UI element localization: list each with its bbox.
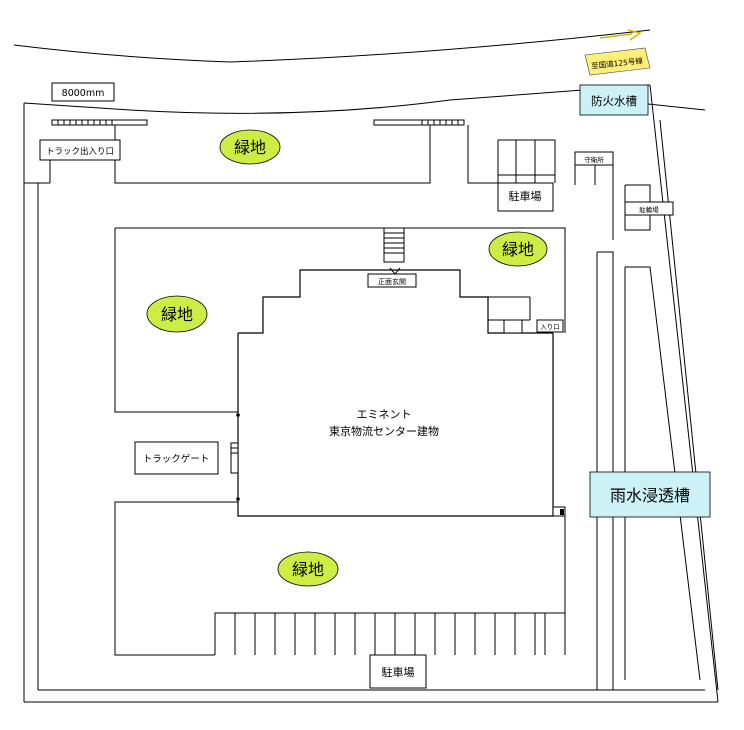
side-entrance: 入り口 bbox=[503, 319, 564, 334]
site-boundary bbox=[13, 29, 719, 703]
bicycle-parking-label: 駐輪場 bbox=[639, 205, 659, 214]
side-entrance-label: 入り口 bbox=[540, 323, 560, 331]
truck-entrance-label: トラック出入り口 bbox=[46, 146, 114, 157]
top-green-strip bbox=[51, 119, 465, 184]
road-sign: 至国道125号線 bbox=[584, 29, 651, 76]
green-area-top-label: 緑地 bbox=[234, 138, 266, 157]
green-area-left-label: 緑地 bbox=[161, 305, 193, 324]
green-area-mid-right-label: 緑地 bbox=[502, 240, 534, 259]
width-dimension-label: 8000mm bbox=[62, 88, 105, 99]
building: エミネント 東京物流センター建物 bbox=[230, 269, 566, 517]
parking-bottom: 駐車場 bbox=[369, 654, 427, 689]
bicycle-parking: 駐輪場 bbox=[624, 184, 674, 231]
middle-green-area bbox=[114, 227, 566, 413]
building-name-line1: エミネント bbox=[357, 408, 412, 421]
green-area-bottom-label: 緑地 bbox=[292, 560, 324, 579]
green-area-top: 緑地 bbox=[219, 129, 281, 165]
truck-gate-label: トラックゲート bbox=[143, 453, 210, 465]
width-dimension: 8000mm bbox=[51, 82, 115, 102]
green-area-left: 緑地 bbox=[146, 295, 208, 333]
bottom-green-area bbox=[114, 501, 566, 656]
green-area-mid-right: 緑地 bbox=[488, 231, 548, 267]
rain-infiltration-tank-label: 雨水浸透槽 bbox=[610, 486, 690, 505]
guard-room-label: 守衛所 bbox=[584, 155, 604, 164]
main-entrance: 正面玄関 bbox=[367, 267, 417, 288]
parking-top-area: 駐車場 bbox=[467, 125, 596, 212]
fire-water-tank-label: 防火水槽 bbox=[591, 94, 637, 108]
truck-gate: トラックゲート bbox=[134, 441, 219, 475]
right-strip bbox=[596, 251, 701, 690]
guard-room: 守衛所 bbox=[574, 151, 614, 240]
truck-entrance: トラック出入り口 bbox=[39, 139, 121, 161]
green-area-bottom: 緑地 bbox=[277, 551, 339, 587]
main-entrance-label: 正面玄関 bbox=[378, 277, 406, 286]
rain-infiltration-tank: 雨水浸透槽 bbox=[589, 471, 711, 518]
parking-bottom-label: 駐車場 bbox=[382, 665, 415, 679]
parking-top-label: 駐車場 bbox=[509, 189, 542, 203]
fire-water-tank: 防火水槽 bbox=[579, 84, 649, 116]
parking-bottom-stalls bbox=[234, 613, 546, 655]
building-name-line2: 東京物流センター建物 bbox=[329, 424, 439, 438]
